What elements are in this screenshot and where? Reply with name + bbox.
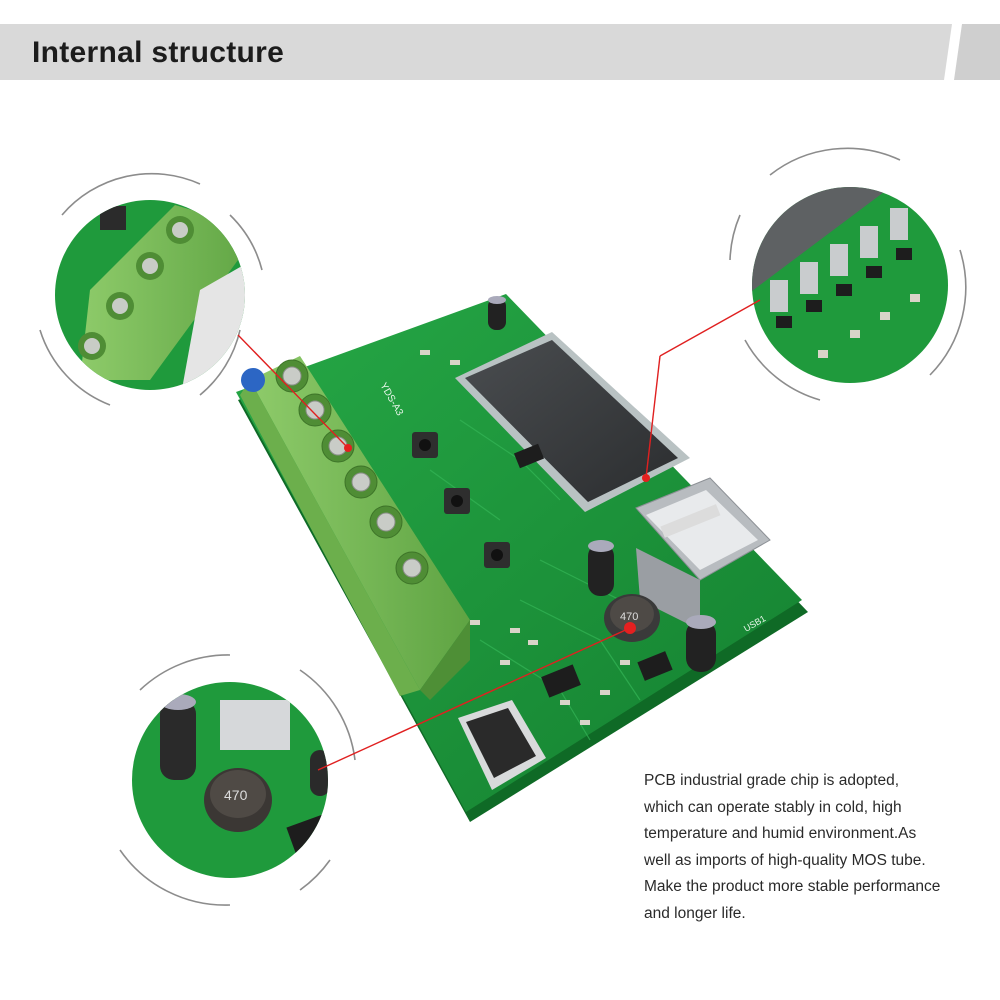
mos-tube bbox=[458, 700, 546, 790]
push-buttons bbox=[412, 432, 510, 568]
banner-shape bbox=[0, 24, 1000, 80]
inductor: 470 bbox=[604, 594, 660, 642]
usb-ports bbox=[635, 477, 771, 630]
potentiometer bbox=[241, 368, 265, 392]
mos-tube-detail bbox=[729, 147, 967, 401]
header-banner: Internal structure bbox=[0, 24, 1000, 80]
description-line: temperature and humid environment.As bbox=[644, 825, 917, 842]
feature-description: PCB industrial grade chip is adopted, wh… bbox=[644, 768, 994, 927]
ic-chips bbox=[513, 443, 673, 698]
page-title: Internal structure bbox=[32, 36, 285, 69]
inductor-label: 470 bbox=[620, 611, 638, 623]
description-line: PCB industrial grade chip is adopted, bbox=[644, 772, 900, 789]
description-line: which can operate stably in cold, high bbox=[644, 798, 902, 816]
capacitors bbox=[488, 296, 716, 672]
inductor-chip-detail: 470 bbox=[119, 654, 356, 906]
lcd-display bbox=[455, 332, 690, 512]
callout-pointers bbox=[237, 299, 761, 771]
terminal-block bbox=[240, 356, 470, 700]
detail-inductor-label: 470 bbox=[224, 787, 248, 803]
terminal-block-detail bbox=[39, 172, 263, 406]
description-line: well as imports of high-quality MOS tube… bbox=[644, 851, 926, 869]
description-line: and longer life. bbox=[644, 904, 746, 922]
description-line: Make the product more stable performance bbox=[644, 878, 941, 895]
